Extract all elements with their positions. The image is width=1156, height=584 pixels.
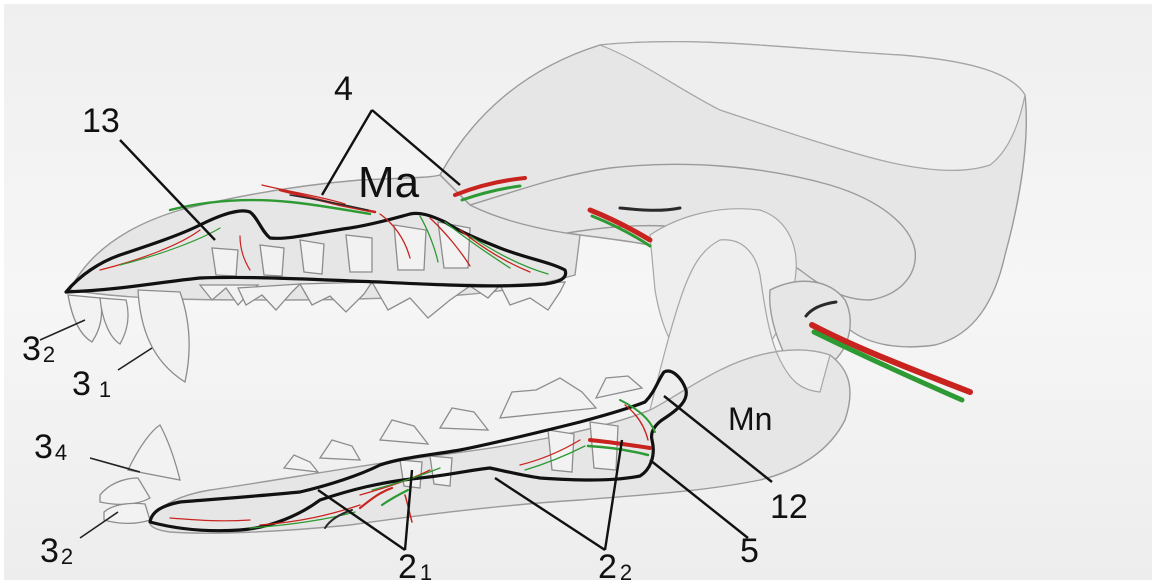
label-4: 4 [334,70,353,108]
label-13: 13 [82,102,120,140]
label-ma: Ma [358,158,420,207]
label-12: 12 [770,488,808,526]
label-mn: Mn [728,401,772,437]
upper-tooth-root [346,235,372,272]
upper-tooth-root [212,248,238,276]
upper-tooth-root [394,225,426,270]
label-5: 5 [740,532,759,570]
upper-tooth-root [260,245,284,276]
lower-tooth-root [548,430,574,472]
upper-tooth-root [300,240,324,274]
